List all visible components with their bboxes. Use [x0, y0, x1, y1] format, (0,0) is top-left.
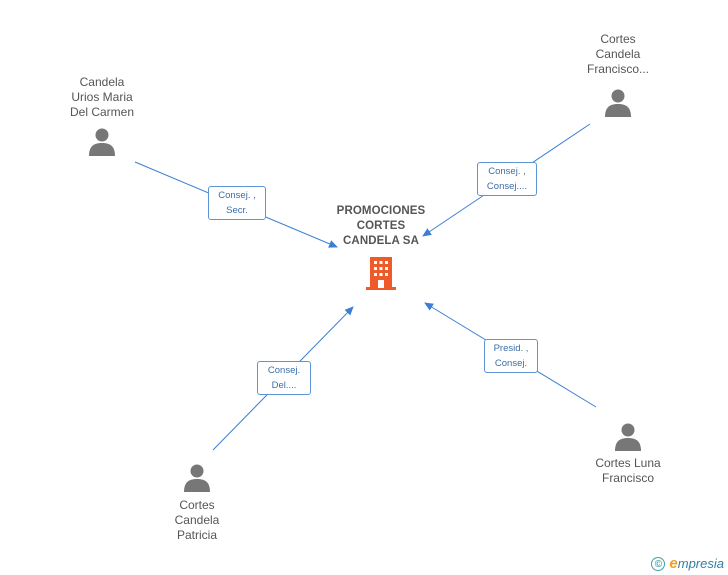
company-name: PROMOCIONES CORTES CANDELA SA: [336, 205, 426, 247]
role-label-consej-del[interactable]: Consej. Del....: [257, 361, 311, 395]
person-name: Cortes Luna Francisco: [595, 456, 661, 485]
role-label-consej-consej[interactable]: Consej. , Consej....: [477, 162, 537, 196]
person-name: Cortes Candela Francisco...: [586, 32, 649, 76]
person-node-cortes-candela-patricia[interactable]: Cortes Candela Patricia: [127, 462, 267, 543]
copyright-icon: ©: [651, 556, 666, 571]
person-node-candela-urios[interactable]: Candela Urios Maria Del Carmen: [32, 75, 172, 156]
person-icon: [605, 89, 631, 117]
person-icon: [89, 128, 115, 156]
brand-logo-e: e: [669, 555, 678, 572]
person-name: Candela Urios Maria Del Carmen: [69, 75, 135, 119]
company-node[interactable]: PROMOCIONES CORTES CANDELA SA: [320, 204, 442, 291]
person-name: Cortes Candela Patricia: [174, 498, 220, 542]
brand-logo[interactable]: empresia: [669, 555, 724, 572]
person-icon: [184, 464, 210, 492]
person-node-cortes-candela-francisco[interactable]: Cortes Candela Francisco...: [548, 32, 688, 117]
role-label-consej-secr[interactable]: Consej. , Secr.: [208, 186, 266, 220]
footer-brand: © empresia: [651, 555, 724, 572]
person-icon: [615, 423, 641, 451]
person-node-cortes-luna-francisco[interactable]: Cortes Luna Francisco: [558, 421, 698, 486]
building-icon: [366, 257, 396, 290]
role-label-presid-consej[interactable]: Presid. , Consej.: [484, 339, 538, 373]
brand-logo-text: mpresia: [677, 556, 724, 571]
